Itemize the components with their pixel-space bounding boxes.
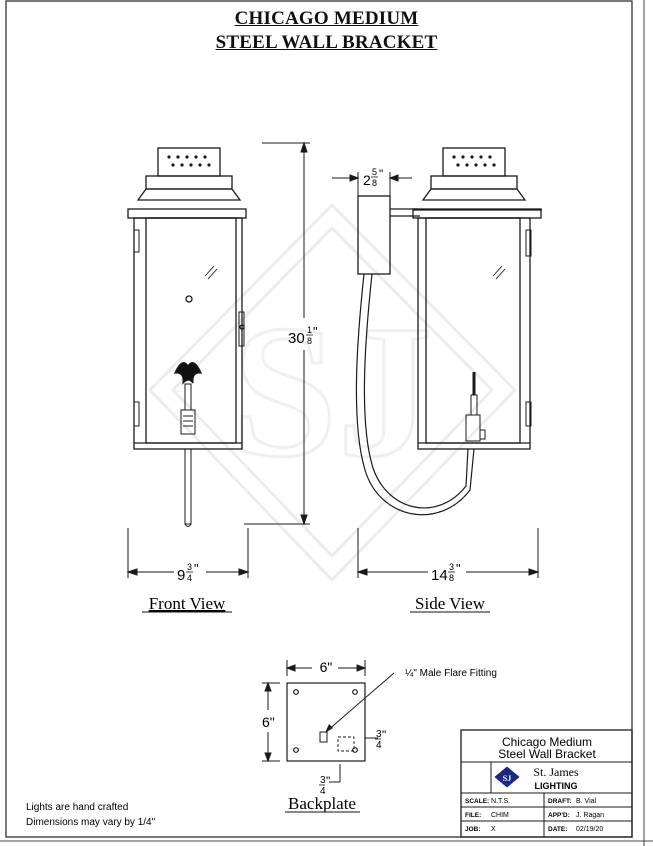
arm-dimension-frac-num: 5 (372, 167, 377, 177)
front-width-frac-den: 4 (187, 573, 192, 583)
front-burner-valve (180, 409, 196, 435)
draft-label: DRAFT: (548, 798, 571, 805)
front-roof (136, 188, 242, 201)
note-hand-crafted: Lights are hand crafted (26, 802, 128, 813)
app-label: APP'D: (548, 812, 570, 819)
side-hinge-bottom (525, 401, 532, 427)
side-burner-valve (465, 414, 481, 442)
drawing-title-line1: CHICAGO MEDIUM (234, 8, 419, 29)
watermark-monogram: SJ (232, 287, 433, 497)
front-vent-holes (167, 155, 211, 167)
fitting-bottom-offset-den: 4 (320, 786, 326, 797)
draft-value: B. Vial (576, 798, 597, 805)
side-hinge-top (525, 229, 532, 257)
side-depth-whole: 14 (431, 567, 448, 584)
front-hinge-top (133, 229, 140, 253)
title-block-name-line1: Chicago Medium (502, 735, 592, 749)
backplate-hole (293, 689, 299, 695)
front-top-band (127, 208, 247, 219)
height-dimension-whole: 30 (288, 330, 305, 347)
watermark: SJ (147, 202, 518, 583)
watermark-diamond-outer (147, 202, 518, 583)
front-frame-outer (133, 217, 243, 450)
front-width-inch: " (194, 561, 199, 576)
side-glass-reflection (492, 265, 503, 277)
date-label: DATE: (548, 826, 567, 833)
date-value: 02/19/20 (576, 826, 603, 833)
height-dimension-frac-den: 8 (307, 336, 312, 346)
side-depth-frac-den: 8 (449, 573, 454, 583)
backplate-fitting (319, 731, 328, 743)
front-latch (238, 311, 245, 347)
front-flame-icon (173, 362, 203, 385)
backplate-drawing (286, 672, 395, 762)
front-hinge-bottom (133, 401, 140, 427)
app-value: J. Ragan (576, 812, 604, 819)
side-wall-backplate (357, 195, 391, 275)
fitting-side-offset-inch: " (382, 728, 386, 742)
title-block (460, 729, 633, 838)
drawing-title-line2: STEEL WALL BRACKET (215, 32, 438, 53)
front-width-whole: 9 (177, 567, 185, 584)
backplate-dimensions (262, 660, 378, 783)
arm-dimension-whole: 2 (363, 172, 371, 188)
front-view-lantern (127, 147, 247, 527)
fitting-side-offset-num: 3 (376, 729, 382, 740)
svg-text:SJ: SJ (503, 774, 511, 783)
side-view-lantern (355, 147, 542, 516)
fitting-leader (326, 672, 395, 732)
front-width-frac-num: 3 (187, 562, 192, 572)
note-dimensions-vary: Dimensions may vary by 1/4" (26, 817, 156, 828)
fitting-bottom-offset-inch: " (326, 774, 330, 788)
sheet-border (5, 0, 633, 838)
watermark-diamond-inner (170, 225, 495, 559)
scale-label: SCALE: (465, 798, 489, 805)
backplate-width-label: 6" (320, 659, 333, 675)
front-height-dimension (244, 141, 310, 526)
side-chimney-vent (442, 147, 506, 177)
fitting-side-offset-den: 4 (376, 740, 382, 751)
arm-dimension-inch: " (379, 167, 383, 181)
title-block-border (460, 729, 633, 838)
fitting-bottom-offset-num: 3 (320, 775, 326, 786)
side-view-label: Side View (415, 594, 486, 613)
side-gas-line (355, 273, 475, 516)
front-glass-reflection (204, 265, 215, 277)
front-width-dimension (126, 528, 250, 578)
front-chimney-vent (157, 147, 221, 177)
backplate-height-label: 6" (262, 714, 275, 730)
backplate-outline (286, 682, 366, 762)
backplate-label: Backplate (288, 794, 356, 813)
side-depth-dimension (356, 528, 540, 578)
arm-dimension-frac-den: 8 (372, 178, 377, 188)
job-value: X (491, 826, 496, 833)
side-vent-holes (452, 155, 496, 167)
height-dimension-inch: " (313, 324, 318, 339)
file-value: CHIM (491, 812, 509, 819)
side-depth-inch: " (456, 561, 461, 576)
front-mount-hole (185, 295, 193, 303)
job-label: JOB: (465, 826, 481, 833)
company-logo-icon: SJ (494, 766, 520, 788)
side-roof (421, 188, 527, 201)
scale-value: N.T.S. (491, 798, 510, 805)
company-subtitle: LIGHTING (535, 781, 578, 791)
company-name: St. James (533, 765, 579, 779)
front-chimney-base (145, 175, 233, 190)
height-dimension-frac-num: 1 (307, 325, 312, 335)
front-view-label: Front View (149, 594, 226, 613)
title-block-name-line2: Steel Wall Bracket (498, 747, 596, 761)
side-depth-frac-num: 3 (449, 562, 454, 572)
front-gas-pipe (184, 448, 192, 525)
file-label: FILE: (465, 812, 481, 819)
side-chimney-base (430, 175, 518, 190)
arm-dimension (332, 172, 412, 196)
fitting-callout: ¼" Male Flare Fitting (405, 667, 497, 679)
